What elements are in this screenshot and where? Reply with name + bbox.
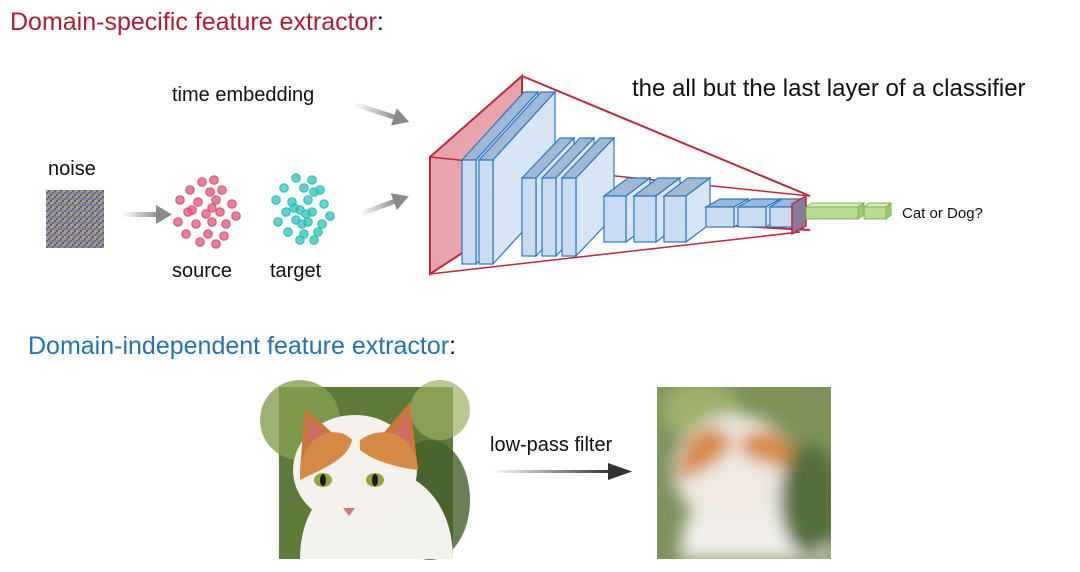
target-point: [325, 211, 335, 221]
time-embedding-label: time embedding: [172, 84, 315, 106]
target-point-cloud: [271, 173, 335, 245]
output-label: Cat or Dog?: [902, 205, 983, 222]
source-point: [201, 209, 211, 219]
source-point: [217, 185, 227, 195]
domain-specific-colon: :: [376, 8, 384, 36]
cnn-layer-front: [663, 195, 687, 243]
source-point: [195, 237, 205, 247]
cnn-layer-front: [461, 159, 477, 265]
source-point: [209, 175, 219, 185]
source-point: [181, 229, 191, 239]
arrow-noise-to-source-icon: [122, 205, 172, 224]
target-point: [317, 219, 327, 229]
source-point: [215, 207, 225, 217]
source-point: [227, 199, 237, 209]
source-point: [207, 217, 217, 227]
source-point: [207, 203, 217, 213]
source-point: [205, 187, 215, 197]
target-point: [279, 183, 289, 193]
target-point: [301, 209, 311, 219]
cnn-layer-front: [705, 206, 735, 228]
source-point: [211, 239, 221, 249]
domain-specific-title: Domain-specific feature extractor: [10, 8, 377, 36]
source-label: source: [172, 260, 233, 282]
noise-image: [46, 190, 104, 248]
source-point: [191, 219, 201, 229]
cnn-layer-front: [521, 177, 537, 257]
domain-independent-colon: :: [449, 332, 457, 360]
source-point: [219, 231, 229, 241]
domain-specific-heading: Domain-specific feature extractor:: [10, 8, 384, 37]
target-point: [299, 183, 309, 193]
domain-independent-title: Domain-independent feature extractor: [28, 332, 450, 360]
arrow-low-pass-icon: [492, 463, 632, 480]
cnn-layers: [460, 90, 806, 266]
output-layer: [804, 201, 893, 221]
target-point: [291, 173, 301, 183]
source-point: [221, 219, 231, 229]
target-point: [273, 217, 283, 227]
blurred-cat-photo: [657, 387, 831, 559]
target-point: [313, 227, 323, 237]
target-point: [307, 175, 317, 185]
source-point-cloud: [173, 175, 241, 249]
source-point: [197, 177, 207, 187]
target-point: [283, 227, 293, 237]
network-end-plate: [791, 194, 807, 236]
domain-independent-heading: Domain-independent feature extractor:: [28, 332, 456, 361]
cat-photo: [260, 380, 470, 560]
cnn-layer-front: [561, 177, 577, 257]
target-point: [271, 195, 281, 205]
target-point: [295, 235, 305, 245]
target-point: [281, 207, 291, 217]
source-point: [175, 195, 185, 205]
source-point: [187, 205, 197, 215]
target-point: [289, 203, 299, 213]
classifier-caption: the all but the last layer of a classifi…: [632, 75, 1026, 102]
cnn-layer-front: [478, 159, 494, 265]
arrow-target-to-network-icon: [359, 193, 409, 217]
target-label: target: [270, 260, 322, 282]
cnn-layer-front: [633, 195, 657, 243]
target-point: [319, 199, 329, 209]
source-point: [231, 211, 241, 221]
source-point: [185, 185, 195, 195]
source-point: [203, 229, 213, 239]
source-point: [193, 197, 203, 207]
arrow-time-embedding-to-network-icon: [353, 101, 410, 126]
cnn-layer-front: [541, 177, 557, 257]
source-point: [173, 217, 183, 227]
low-pass-filter-label: low-pass filter: [490, 434, 613, 456]
cnn-layer-front: [603, 195, 627, 243]
target-point: [297, 219, 307, 229]
target-point: [309, 235, 319, 245]
target-point: [303, 195, 313, 205]
noise-label: noise: [48, 158, 96, 180]
cnn-layer-front: [769, 206, 793, 228]
cnn-layer-front: [737, 206, 767, 228]
target-point: [309, 187, 319, 197]
source-point: [211, 195, 221, 205]
